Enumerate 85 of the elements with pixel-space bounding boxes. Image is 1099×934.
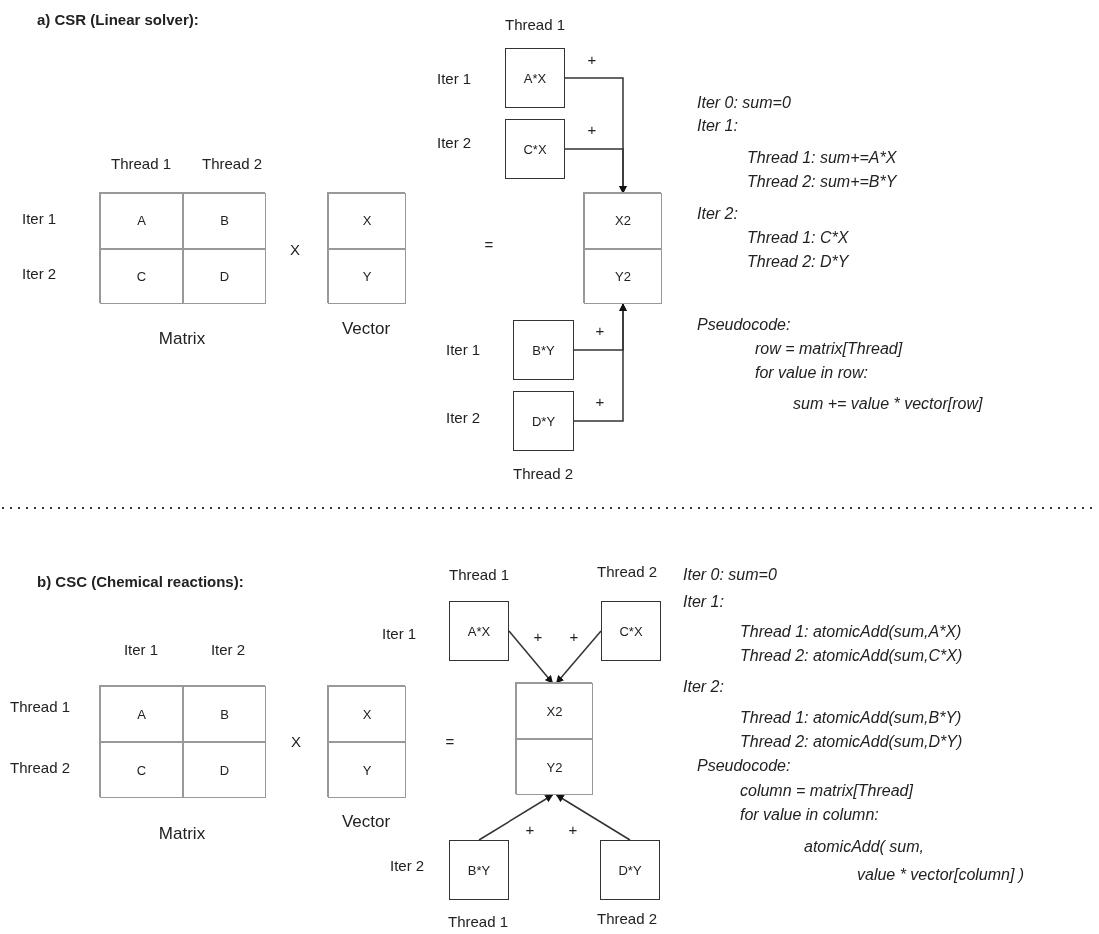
operator-sign: X	[290, 241, 300, 259]
thread-label: Thread 1	[111, 155, 171, 173]
code-line: Thread 2: sum+=B*Y	[747, 173, 897, 191]
thread-label: Thread 1	[505, 16, 565, 34]
result-cell: Y2	[584, 248, 662, 304]
thread-label: Thread 2	[10, 759, 71, 777]
code-line: value * vector[column] )	[857, 866, 1025, 884]
code-line: for value in column:	[740, 806, 879, 824]
iteration-label: Iter 1	[437, 70, 472, 88]
code-line: Iter 2:	[697, 205, 738, 223]
code-line: Iter 1:	[683, 593, 724, 611]
code-line: Thread 1: atomicAdd(sum,B*Y)	[740, 709, 962, 727]
code-line: sum += value * vector[row]	[793, 395, 983, 413]
result-cell: X2	[516, 683, 593, 739]
matrix-cell: D	[183, 248, 266, 304]
operator-sign: =	[445, 733, 455, 751]
matrix-caption: Matrix	[158, 825, 206, 843]
iteration-label: Iter 1	[22, 210, 57, 228]
result-cell: X2	[584, 193, 662, 249]
iteration-label: Iter 2	[22, 265, 57, 283]
matrix-caption: Matrix	[158, 330, 206, 348]
arrow	[564, 148, 627, 194]
code-line: Thread 1: sum+=A*X	[747, 149, 897, 167]
section-heading: b) CSC (Chemical reactions):	[37, 573, 244, 591]
section-heading: a) CSR (Linear solver):	[37, 11, 199, 29]
result-vector	[583, 192, 661, 303]
code-line: Pseudocode:	[697, 316, 791, 334]
code-line: Pseudocode:	[697, 757, 791, 775]
operator-sign: X	[291, 733, 301, 751]
matrix-cell: B	[183, 193, 266, 249]
code-line: Thread 1: C*X	[747, 229, 849, 247]
code-line: column = matrix[Thread]	[740, 782, 913, 800]
iteration-label: Iter 2	[446, 409, 481, 427]
product-box: A*X	[449, 601, 509, 661]
iteration-label: Iter 1	[446, 341, 481, 359]
iteration-label: Iter 2	[437, 134, 472, 152]
code-line: Iter 2:	[683, 678, 724, 696]
product-box: C*X	[601, 601, 661, 661]
code-line: Iter 0: sum=0	[683, 566, 777, 584]
operator-sign: =	[484, 236, 494, 254]
code-line: row = matrix[Thread]	[755, 340, 903, 358]
vector-cell: Y	[328, 742, 406, 798]
arrow	[573, 303, 627, 422]
vector-caption: Vector	[341, 320, 391, 338]
thread-label: Thread 1	[449, 566, 509, 584]
matrix-cell: C	[100, 248, 183, 304]
product-box: A*X	[505, 48, 565, 108]
arrow	[555, 630, 602, 684]
product-box: B*Y	[513, 320, 574, 380]
vector-cell: Y	[328, 248, 406, 304]
arrow	[508, 630, 554, 684]
matrix-cell: D	[183, 742, 266, 798]
thread-label: Thread 2	[597, 910, 657, 928]
code-line: Thread 2: atomicAdd(sum,C*X)	[740, 647, 963, 665]
thread-label: Thread 1	[448, 913, 508, 931]
iteration-label: Iter 1	[382, 625, 417, 643]
iteration-label: Iter 2	[210, 641, 246, 659]
product-box: D*Y	[600, 840, 660, 900]
arrow	[478, 794, 554, 841]
thread-label: Thread 2	[202, 155, 262, 173]
matrix-cell: A	[100, 193, 183, 249]
iteration-label: Iter 2	[390, 857, 425, 875]
thread-label: Thread 1	[10, 698, 71, 716]
vector-cell: X	[328, 686, 406, 742]
vector-cell: X	[328, 193, 406, 249]
code-line: Thread 2: atomicAdd(sum,D*Y)	[740, 733, 963, 751]
matrix-cell: A	[100, 686, 183, 742]
code-line: Thread 1: atomicAdd(sum,A*X)	[740, 623, 962, 641]
vector-caption: Vector	[341, 813, 391, 831]
code-line: for value in row:	[755, 364, 868, 382]
result-vector	[515, 682, 592, 794]
code-line: atomicAdd( sum,	[804, 838, 925, 856]
result-cell: Y2	[516, 739, 593, 795]
product-box: B*Y	[449, 840, 509, 900]
arrow	[555, 794, 631, 841]
matrix-cell: C	[100, 742, 183, 798]
code-line: Iter 1:	[697, 117, 738, 135]
thread-label: Thread 2	[597, 563, 657, 581]
product-box: D*Y	[513, 391, 574, 451]
code-line: Iter 0: sum=0	[697, 94, 791, 112]
code-line: Thread 2: D*Y	[747, 253, 849, 271]
matrix-cell: B	[183, 686, 266, 742]
iteration-label: Iter 1	[123, 641, 159, 659]
thread-label: Thread 2	[513, 465, 573, 483]
product-box: C*X	[505, 119, 565, 179]
